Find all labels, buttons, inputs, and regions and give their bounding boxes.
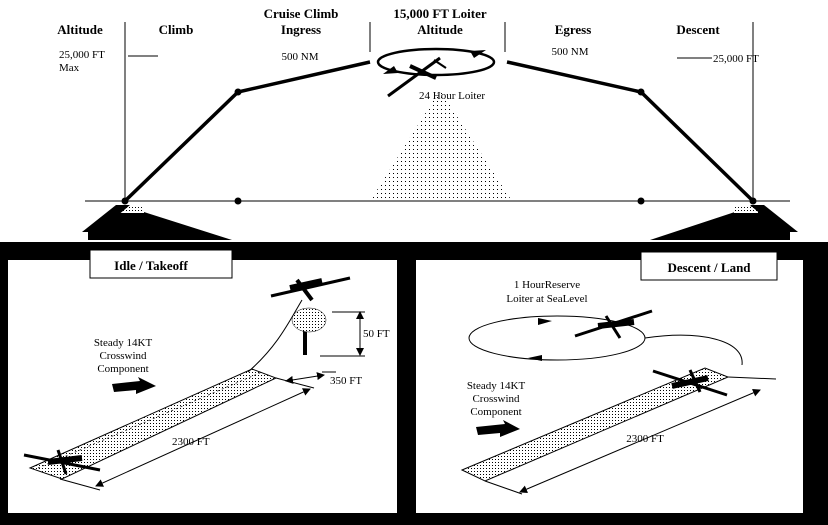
takeoff-runway-length-label: 2300 FT [172, 436, 210, 448]
section-dividers [124, 22, 754, 200]
reserve-line1: 1 HourReserve [514, 279, 580, 291]
aircraft-icon [387, 56, 447, 98]
obstacle-height-label: 50 FT [363, 328, 390, 340]
wind-arrow-icon [476, 420, 520, 437]
landing-ground-station [650, 206, 790, 240]
profile-panel [0, 0, 828, 242]
landing-wind-line1: Steady 14KT [467, 380, 526, 392]
orbit-arrow-icon [528, 355, 542, 361]
landing-title-box [640, 251, 778, 281]
takeoff-wind-line1: Steady 14KT [94, 337, 153, 349]
header-loiter-altitude: 15,000 FT Loiter [393, 6, 487, 21]
header-altitude-2: Altitude [417, 22, 463, 37]
aircraft-icon [23, 449, 101, 475]
reserve-line2: Loiter at SeaLevel [506, 293, 587, 305]
landing-runway-length-label: 2300 FT [626, 433, 664, 445]
right-altitude-value: 25,000 FT [713, 53, 759, 65]
loiter-cone [372, 90, 510, 198]
egress-distance: 500 NM [552, 46, 589, 58]
landing-runway-length-dimension [519, 389, 761, 493]
header-ingress: Ingress [281, 22, 321, 37]
header-cruise-climb: Cruise Climb [264, 6, 339, 21]
clearance-distance-label: 350 FT [330, 375, 362, 387]
aircraft-icon [270, 276, 351, 302]
aircraft-icon [574, 309, 653, 339]
takeoff-title: Idle / Takeoff [114, 258, 188, 273]
descent-path [644, 334, 743, 366]
ingress-distance: 500 NM [282, 51, 319, 63]
dimension-extension-line [59, 478, 101, 491]
orbit-arrow-icon [383, 66, 398, 74]
landing-ground-station [750, 205, 798, 232]
wind-arrow-icon [112, 377, 156, 394]
takeoff-ground-station [88, 206, 232, 240]
loiter-orbit [376, 47, 496, 77]
takeoff-ground-station [82, 205, 130, 232]
takeoff-title-box [89, 249, 233, 279]
orbit-arrow-icon [538, 318, 552, 325]
waypoints [121, 88, 757, 205]
tree-obstacle-icon [291, 307, 327, 355]
loiter-duration: 24 Hour Loiter [419, 90, 485, 102]
header-egress: Egress [555, 22, 592, 37]
left-altitude-value: 25,000 FT [59, 49, 105, 61]
header-climb: Climb [159, 22, 194, 37]
takeoff-climb-path [247, 299, 303, 373]
runway-length-dimension [95, 388, 311, 487]
landing-wind-line2: Crosswind [472, 393, 520, 405]
header-altitude: Altitude [57, 22, 103, 37]
header-descent: Descent [676, 22, 720, 37]
dimension-extension-line [727, 376, 777, 380]
takeoff-wind-line2: Crosswind [99, 350, 147, 362]
orbit-arrow-icon [470, 50, 486, 58]
landing-title: Descent / Land [667, 260, 751, 275]
left-altitude-max: Max [59, 62, 80, 74]
takeoff-wind-line3: Component [97, 363, 148, 375]
dimension-extension-line [484, 480, 523, 495]
landing-wind-line3: Component [470, 406, 521, 418]
clearance-dimension [285, 372, 325, 384]
